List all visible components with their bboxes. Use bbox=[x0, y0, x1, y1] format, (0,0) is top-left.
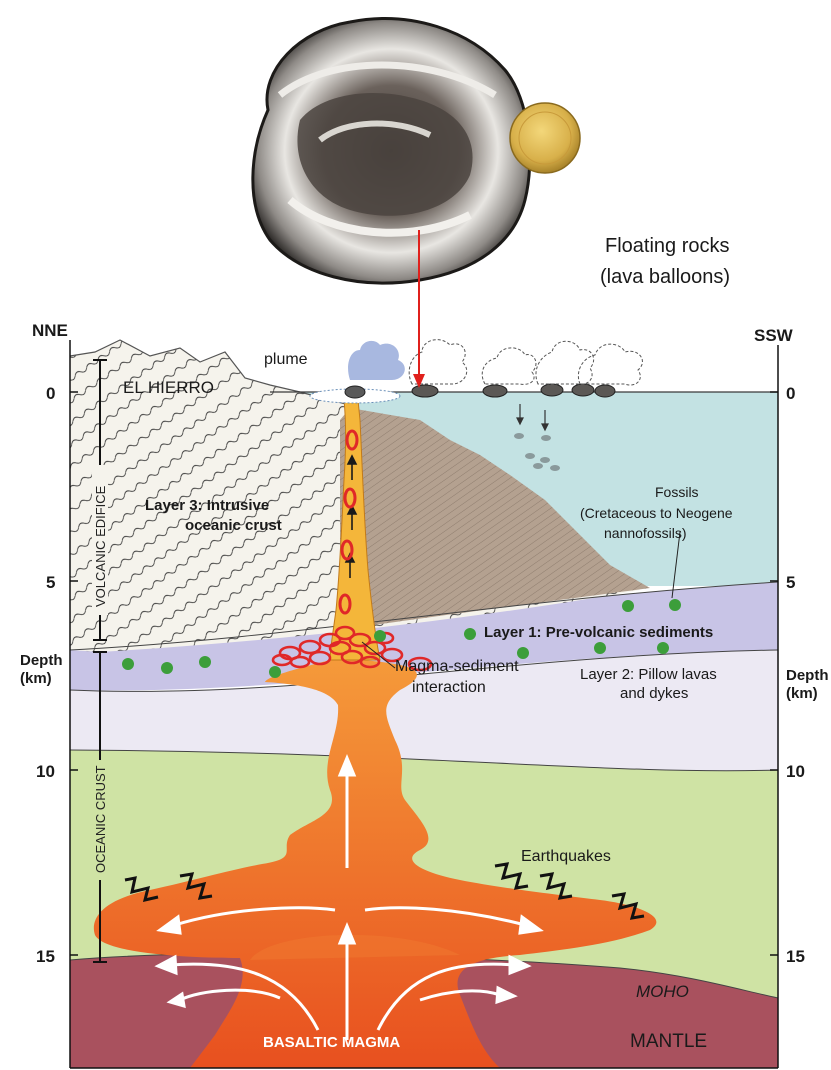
right-tick-5: 5 bbox=[786, 573, 795, 592]
layer3-label: Layer 3: Intrusive bbox=[145, 497, 269, 514]
fossils-label-2: (Cretaceous to Neogene bbox=[580, 505, 733, 521]
ssw-label: SSW bbox=[754, 326, 794, 345]
lava-balloon-photo bbox=[253, 19, 530, 283]
right-tick-15: 15 bbox=[786, 947, 805, 966]
fossils-label: Fossils bbox=[655, 484, 699, 500]
layer2-label-2: and dykes bbox=[620, 685, 688, 702]
volcanic-edifice-label: VOLCANIC EDIFICE bbox=[93, 485, 108, 607]
earthquakes-label: Earthquakes bbox=[521, 848, 611, 865]
moho-label: MOHO bbox=[636, 982, 689, 1001]
left-depth-unit: (km) bbox=[20, 670, 52, 687]
left-depth-label: Depth bbox=[20, 652, 63, 669]
right-depth-label: Depth bbox=[786, 667, 829, 684]
right-tick-0: 0 bbox=[786, 384, 795, 403]
fossils-label-3: nannofossils) bbox=[604, 525, 687, 541]
basaltic-magma-label: BASALTIC MAGMA bbox=[263, 1034, 400, 1051]
left-tick-10: 10 bbox=[36, 762, 55, 781]
layer3-label-2: oceanic crust bbox=[185, 517, 282, 534]
magma-sediment-label-2: interaction bbox=[412, 679, 486, 696]
magma-sediment-label: Magma-sediment bbox=[395, 658, 519, 675]
right-depth-unit: (km) bbox=[786, 685, 818, 702]
layer2-label: Layer 2: Pillow lavas bbox=[580, 666, 717, 683]
left-tick-5: 5 bbox=[46, 573, 55, 592]
el-hierro-label: EL HIERRO bbox=[123, 378, 214, 397]
plume-label: plume bbox=[264, 351, 308, 368]
mantle-label: MANTLE bbox=[630, 1031, 707, 1052]
plume-cloud bbox=[348, 341, 405, 380]
floating-rocks-label: Floating rocks bbox=[605, 235, 730, 257]
coin bbox=[510, 103, 580, 173]
dashed-clouds bbox=[409, 340, 642, 385]
lava-balloons-label: (lava balloons) bbox=[600, 266, 730, 288]
left-tick-15: 15 bbox=[36, 947, 55, 966]
oceanic-crust-label: OCEANIC CRUST bbox=[93, 765, 108, 873]
nne-label: NNE bbox=[32, 321, 68, 340]
right-tick-10: 10 bbox=[786, 762, 805, 781]
layer1-label: Layer 1: Pre-volcanic sediments bbox=[484, 624, 713, 641]
left-tick-0: 0 bbox=[46, 384, 55, 403]
